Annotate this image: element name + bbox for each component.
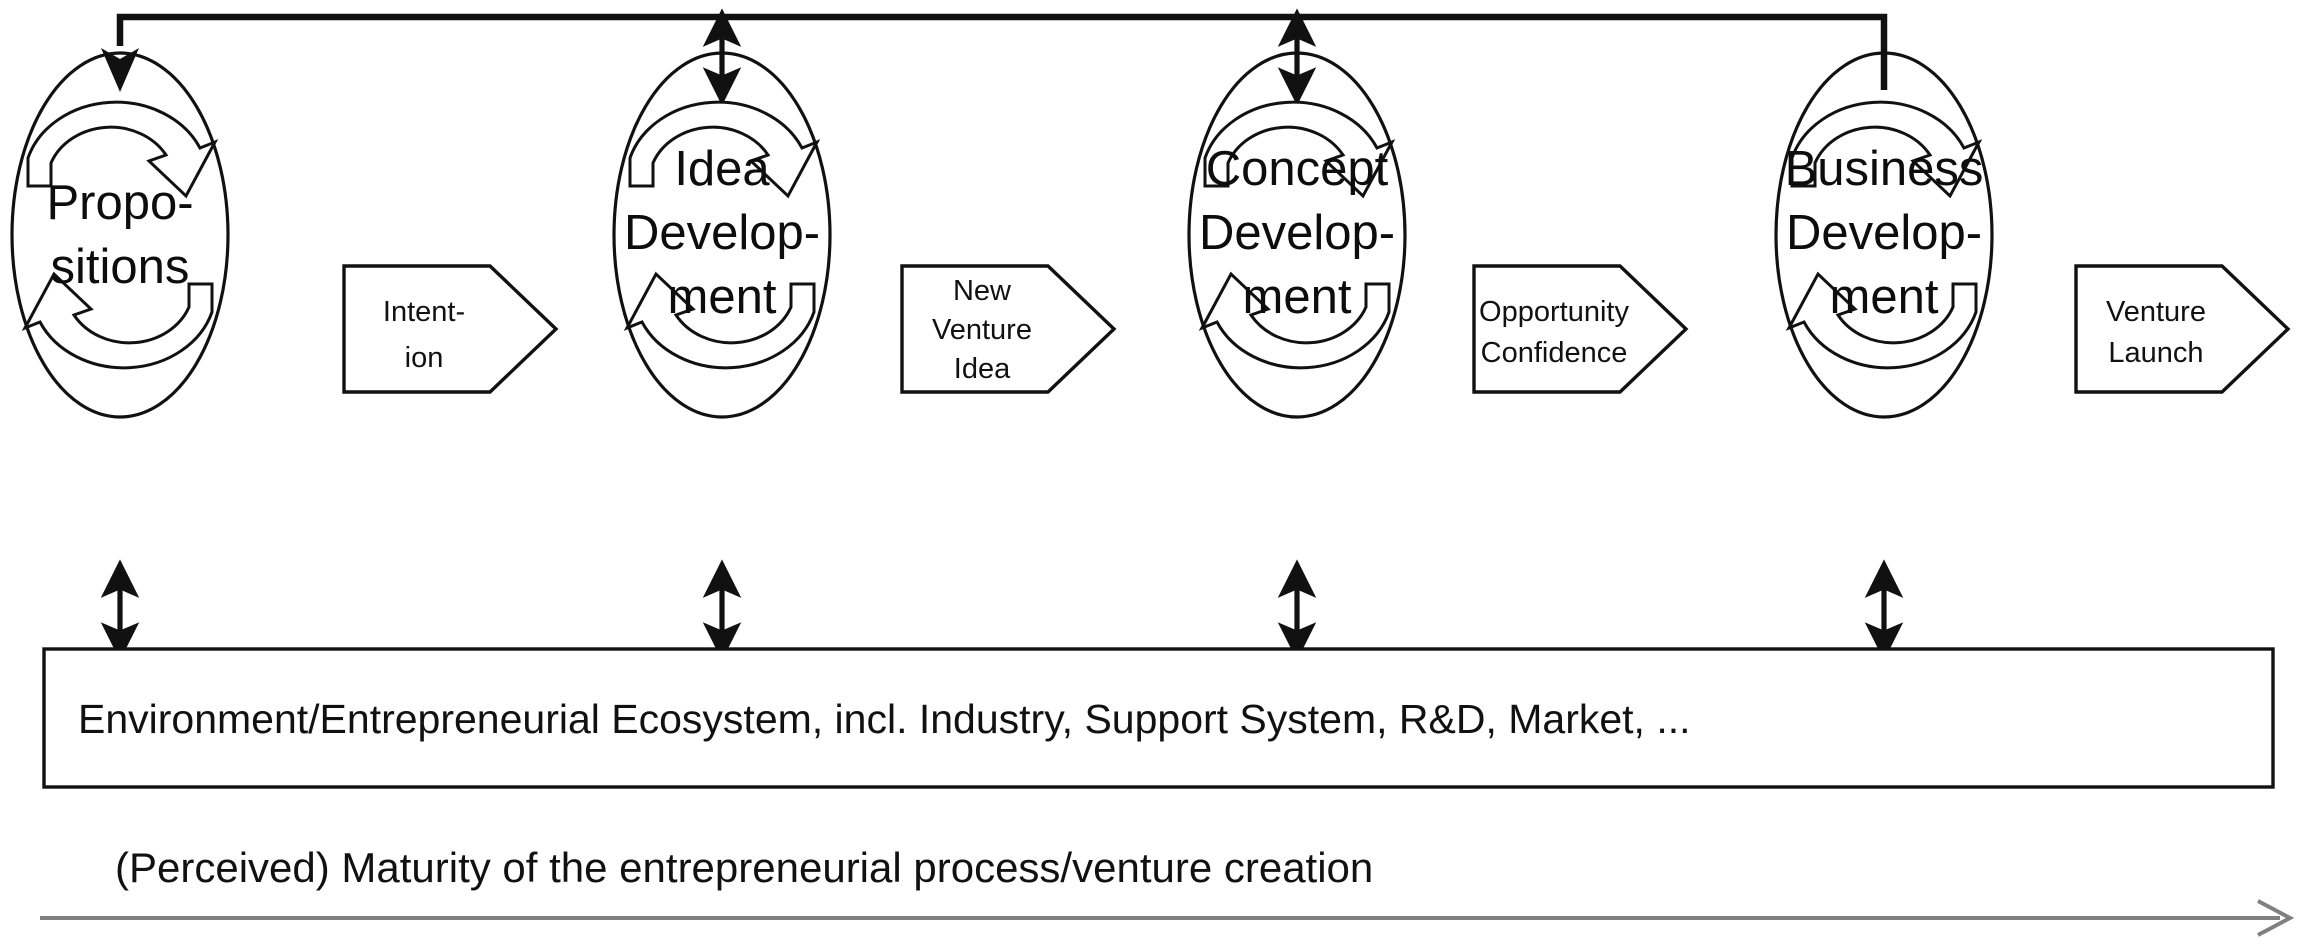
cycle-arrow-top — [1203, 100, 1396, 199]
connector-new-venture-idea[interactable]: New Venture Idea — [900, 264, 1117, 394]
connector-venture-launch[interactable]: Venture Launch — [2074, 264, 2291, 394]
connector-arrow-shape — [900, 264, 1117, 394]
maturity-axis: (Perceived) Maturity of the entrepreneur… — [40, 844, 2295, 937]
stage-ellipse — [1774, 51, 1994, 419]
stage-concept-development[interactable]: Concept Develop- ment — [1187, 8, 1407, 419]
connector-label-line: Idea — [954, 353, 1011, 385]
stage-idea-development[interactable]: Idea Develop- ment — [612, 8, 832, 419]
cycle-arrow-top — [1790, 100, 1983, 199]
stage-label-line: ment — [1243, 270, 1352, 324]
connector-label-line: Launch — [2108, 337, 2203, 369]
connector-label-line: Confidence — [1481, 337, 1628, 369]
cycle-arrow-bottom — [1198, 271, 1391, 370]
connector-opportunity-confidence[interactable]: Opportunity Confidence — [1472, 264, 1689, 394]
stage-label-line: Concept — [1206, 142, 1389, 196]
cycle-arrow-top — [26, 100, 219, 199]
connector-label-line: New — [953, 275, 1012, 307]
stage-ellipse — [612, 51, 832, 419]
stage-label-line: sitions — [51, 240, 190, 294]
stage-label-line: ment — [668, 270, 777, 324]
stage-ellipse — [1187, 51, 1407, 419]
connector-label-line: Intent- — [383, 296, 465, 328]
maturity-axis-label: (Perceived) Maturity of the entrepreneur… — [115, 844, 1373, 891]
stage-label-line: Develop- — [1199, 206, 1395, 260]
connector-arrow-shape — [1472, 264, 1689, 394]
environment-links — [100, 559, 1904, 661]
feedback-loop-arrowhead — [101, 48, 139, 92]
stage-label-line: Develop- — [624, 206, 820, 260]
stage-label-line: ment — [1830, 270, 1939, 324]
stage-label-line: Business — [1785, 142, 1984, 196]
connector-label-line: Venture — [932, 314, 1032, 346]
environment-box-label: Environment/Entrepreneurial Ecosystem, i… — [78, 696, 1691, 742]
stage-propositions[interactable]: Propo- sitions — [10, 51, 230, 419]
stage-business-development[interactable]: Business Develop- ment — [1774, 51, 1994, 419]
stage-label-line: Propo- — [46, 176, 193, 230]
environment-box-rect — [42, 647, 2275, 789]
environment-box[interactable]: Environment/Entrepreneurial Ecosystem, i… — [42, 647, 2275, 789]
cycle-arrow-top — [628, 100, 821, 199]
connector-arrow-shape — [342, 264, 559, 394]
cycle-arrow-bottom — [623, 271, 816, 370]
connector-arrow-shape — [2074, 264, 2291, 394]
stage-ellipse — [10, 51, 230, 419]
stage-label-line: Idea — [674, 142, 770, 196]
connector-label-line: Venture — [2106, 296, 2206, 328]
connector-label-line: ion — [405, 342, 444, 374]
connector-intention[interactable]: Intent- ion — [342, 264, 559, 394]
feedback-loop-path — [116, 13, 1888, 90]
cycle-arrow-bottom — [21, 271, 214, 370]
connector-label-line: Opportunity — [1479, 296, 1629, 328]
feedback-loop — [101, 13, 1888, 92]
cycle-arrow-bottom — [1785, 271, 1978, 370]
maturity-axis-arrowhead — [2257, 899, 2295, 937]
stage-label-line: Develop- — [1786, 206, 1982, 260]
